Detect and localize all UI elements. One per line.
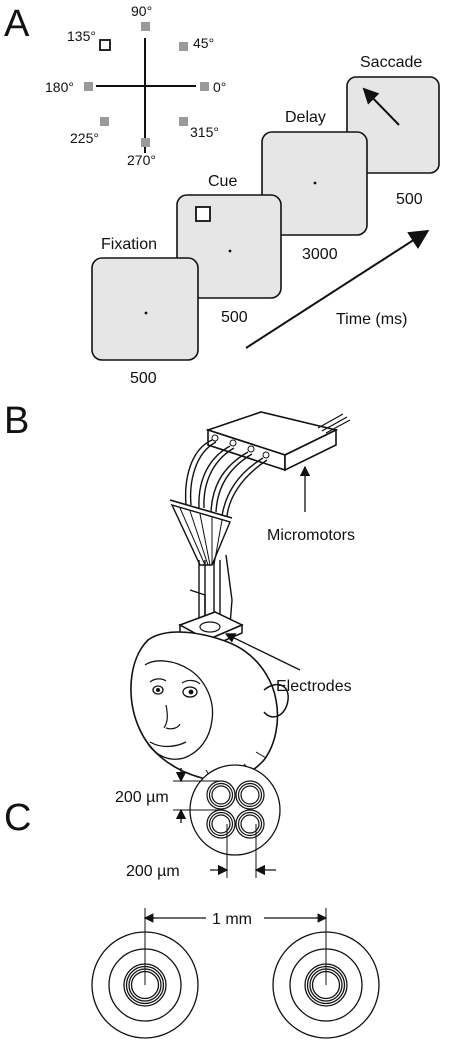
- motor-port: [262, 451, 270, 459]
- angle-label-45: 45°: [193, 35, 214, 51]
- delay-label: Delay: [285, 109, 326, 126]
- angle-label-135: 135°: [67, 28, 96, 44]
- target-315: [179, 117, 188, 126]
- saccade-duration: 500: [396, 191, 423, 208]
- vertical-spacing-dimension: 200 µm: [115, 768, 221, 823]
- vertical-spacing-label: 200 µm: [115, 789, 169, 806]
- fixation-point: [313, 181, 317, 185]
- saccade-screen: Saccade 500: [346, 54, 440, 208]
- panel-label-a: A: [4, 3, 30, 45]
- panel-label-b: B: [4, 400, 29, 442]
- cue-screen: Cue 500: [176, 173, 282, 326]
- target-90: [141, 22, 150, 31]
- angle-label-0: 0°: [213, 79, 226, 95]
- separation-label: 1 mm: [212, 911, 252, 928]
- micromotors-label: Micromotors: [267, 527, 355, 544]
- fixation-screen: Fixation 500: [91, 236, 199, 387]
- fixation-frame: [91, 257, 199, 361]
- face-outline: [144, 660, 214, 760]
- saccade-label: Saccade: [360, 54, 422, 71]
- separation-dimension: 1 mm: [143, 908, 328, 985]
- electrodes-pointer: [224, 633, 301, 671]
- electrode-tube: [235, 809, 265, 839]
- cue-label: Cue: [208, 173, 237, 190]
- target-270: [141, 138, 150, 147]
- horizontal-spacing-label: 200 µm: [126, 863, 180, 880]
- fixation-duration: 500: [130, 370, 157, 387]
- mouth: [149, 741, 187, 748]
- motor-port: [211, 434, 219, 442]
- ear: [263, 683, 289, 718]
- drive-posts: [189, 554, 233, 626]
- time-axis-label: Time (ms): [336, 311, 407, 328]
- motor-port: [247, 445, 255, 453]
- angle-label-315: 315°: [190, 124, 219, 140]
- electrode-tube: [235, 780, 265, 810]
- electrodes-label: Electrodes: [276, 678, 352, 695]
- target-225: [100, 117, 109, 126]
- horizontal-spacing-dimension: 200 µm: [126, 824, 276, 880]
- fan-guide: [169, 499, 233, 566]
- target-layout: 90° 45° 0° 315° 270° 225° 180° 135°: [45, 3, 226, 168]
- monkey-head: [130, 631, 289, 785]
- electrode-drive-right: [272, 930, 380, 1039]
- angle-label-90: 90°: [131, 3, 152, 19]
- nose: [163, 704, 181, 730]
- cue-duration: 500: [221, 309, 248, 326]
- panel-label-c: C: [4, 797, 31, 839]
- target-0: [200, 82, 209, 91]
- motor-port: [229, 439, 237, 447]
- target-180: [84, 82, 93, 91]
- target-45: [179, 42, 188, 51]
- cable: [317, 413, 351, 434]
- electrode-leads: [184, 439, 268, 517]
- fixation-point: [228, 249, 232, 253]
- delay-screen: Delay 3000: [261, 109, 368, 263]
- angle-label-225: 225°: [70, 130, 99, 146]
- fixation-label: Fixation: [101, 236, 157, 253]
- angle-label-270: 270°: [127, 152, 156, 168]
- saccade-arrow: [362, 87, 400, 126]
- delay-duration: 3000: [302, 246, 338, 263]
- angle-label-180: 180°: [45, 79, 74, 95]
- fixation-point: [144, 311, 148, 315]
- electrode-drive-left: [91, 930, 199, 1039]
- micromotor-box: [205, 411, 351, 472]
- cue-square: [195, 206, 211, 222]
- time-arrow: [245, 229, 430, 349]
- target-135-cued: [99, 39, 111, 51]
